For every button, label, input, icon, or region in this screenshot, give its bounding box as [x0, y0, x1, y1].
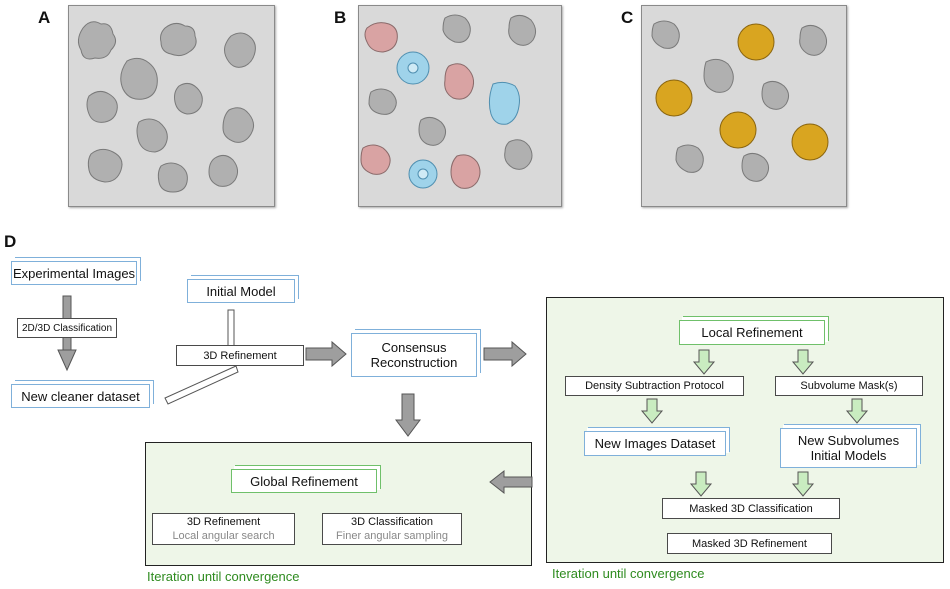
global-refinement-title: Global Refinement	[250, 473, 358, 489]
particle-field-b-art	[360, 14, 537, 189]
new-cleaner-dataset-label: New cleaner dataset	[21, 388, 140, 404]
right-arrow-consensus	[305, 340, 347, 368]
masked-3d-classification-label: Masked 3D Classification	[689, 502, 813, 515]
experimental-images-label: Experimental Images	[12, 265, 136, 281]
global-3d-classification-sub: Finer angular sampling	[336, 530, 448, 542]
new-subvolumes-line1: New Subvolumes	[797, 433, 900, 448]
refinement-3d-label: 3D Refinement	[203, 349, 277, 362]
global-3d-classification-title: 3D Classification	[351, 516, 433, 528]
global-3d-classification-box: 3D Classification Finer angular sampling	[322, 513, 462, 545]
classification-2d3d-label: 2D/3D Classification	[21, 322, 113, 334]
experimental-images-box: Experimental Images	[11, 261, 137, 285]
consensus-line2: Reconstruction	[370, 355, 458, 370]
panel-label-b: B	[334, 8, 347, 27]
down-arrow-classification	[57, 349, 77, 372]
initial-model-line	[227, 309, 235, 349]
initial-model-box: Initial Model	[187, 279, 295, 303]
panel-label-d: D	[4, 232, 17, 251]
panel-label-a: A	[38, 8, 51, 27]
down-arrow-global	[395, 393, 421, 437]
new-images-dataset-box: New Images Dataset	[584, 431, 726, 456]
global-refinement-region	[145, 442, 532, 566]
density-subtraction-label: Density Subtraction Protocol	[585, 380, 724, 392]
new-images-dataset-label: New Images Dataset	[594, 436, 716, 451]
cleaner-dataset-line	[164, 365, 239, 405]
particle-field-c-art	[651, 20, 829, 182]
particle-field-a-art	[77, 21, 256, 193]
particle-field-a	[68, 5, 275, 207]
density-subtraction-box: Density Subtraction Protocol	[565, 376, 744, 396]
consensus-reconstruction-box: Consensus Reconstruction	[351, 333, 477, 377]
global-iteration-label: Iteration until convergence	[147, 569, 300, 584]
global-3d-refinement-title: 3D Refinement	[186, 516, 261, 528]
local-refinement-box: Local Refinement	[679, 320, 825, 345]
masked-3d-classification-box: Masked 3D Classification	[662, 498, 840, 519]
local-iteration-label: Iteration until convergence	[552, 566, 705, 581]
classification-2d3d-box: 2D/3D Classification	[17, 318, 117, 338]
new-cleaner-dataset-box: New cleaner dataset	[11, 384, 150, 408]
particle-field-b	[358, 5, 562, 207]
new-subvolumes-box: New Subvolumes Initial Models	[780, 428, 917, 468]
new-subvolumes-line2: Initial Models	[810, 448, 887, 463]
left-arrow-global	[489, 469, 533, 495]
masked-3d-refinement-label: Masked 3D Refinement	[692, 537, 807, 550]
consensus-line1: Consensus	[381, 340, 447, 355]
global-3d-refinement-box: 3D Refinement Local angular search	[152, 513, 295, 545]
initial-model-label: Initial Model	[206, 283, 276, 299]
local-refinement-title: Local Refinement	[701, 325, 803, 340]
right-arrow-local	[483, 340, 527, 368]
panel-label-c: C	[621, 8, 634, 27]
masked-3d-refinement-box: Masked 3D Refinement	[667, 533, 832, 554]
particle-field-c	[641, 5, 847, 207]
refinement-3d-box: 3D Refinement	[176, 345, 304, 366]
subvolume-mask-label: Subvolume Mask(s)	[800, 380, 898, 392]
subvolume-mask-box: Subvolume Mask(s)	[775, 376, 923, 396]
global-3d-refinement-sub: Local angular search	[172, 530, 275, 542]
global-refinement-box: Global Refinement	[231, 469, 377, 493]
